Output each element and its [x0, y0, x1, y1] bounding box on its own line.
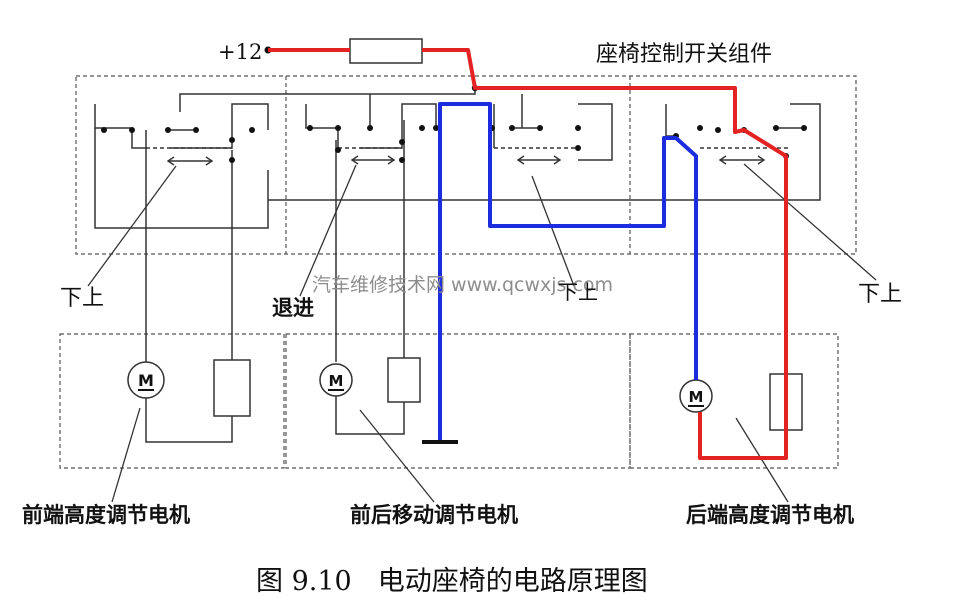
motor-rear-symbol: M [689, 388, 704, 406]
switch-arrows [166, 155, 766, 166]
dashed-enclosures [59, 75, 857, 469]
switch-group-title: 座椅控制开关组件 [596, 42, 773, 67]
fore-aft-motor-label: 前后移动调节电机 [350, 503, 518, 527]
switch-return-wire-2 [268, 103, 821, 201]
watermark: 汽车维修技术网 www.qcwxjs.com [312, 274, 614, 296]
motor-fore-aft: M [319, 363, 353, 397]
motor-fore-aft-symbol: M [329, 372, 344, 390]
ground-path [438, 102, 698, 440]
front-motor-box [59, 333, 285, 469]
fuse-icon [349, 38, 423, 64]
switch-group-box [75, 75, 857, 255]
label-pointers [87, 163, 877, 503]
switch2-left [305, 104, 339, 148]
switch-wiring [94, 38, 821, 443]
fore-aft-right-switch-label: 下上 [558, 280, 598, 304]
motor-front: M [127, 361, 165, 399]
figure-title: 电动座椅的电路原理图 [377, 566, 648, 597]
switch1-left [94, 104, 146, 149]
fore-aft-switch-label: 退进 [272, 296, 314, 320]
front-motor-loop [145, 398, 233, 443]
switch4-left [665, 104, 676, 137]
fore-relay-icon [387, 357, 421, 403]
figure-number: 图 9.10 [256, 566, 352, 597]
front-height-switch-label: 下上 [60, 286, 105, 311]
supply-path-b [422, 48, 788, 460]
bus-wire [179, 88, 476, 112]
rear-motor-box [629, 333, 839, 469]
switch1-right [170, 103, 269, 149]
front-relay-icon [213, 359, 251, 417]
motor-front-symbol: M [138, 371, 154, 390]
rear-height-motor-label: 后端高度调节电机 [686, 503, 854, 527]
figure-caption: 图 9.10 电动座椅的电路原理图 [256, 568, 648, 595]
rear-height-switch-label: 下上 [858, 282, 903, 307]
supply-voltage-label: +12 [218, 40, 263, 64]
switch-return-wire [94, 128, 269, 229]
fore-aft-motor-box [285, 333, 631, 469]
switch3-right [578, 103, 613, 161]
front-height-motor-label: 前端高度调节电机 [22, 503, 190, 527]
motor-rear: M [679, 379, 713, 413]
fore-motor-loop [335, 396, 405, 435]
